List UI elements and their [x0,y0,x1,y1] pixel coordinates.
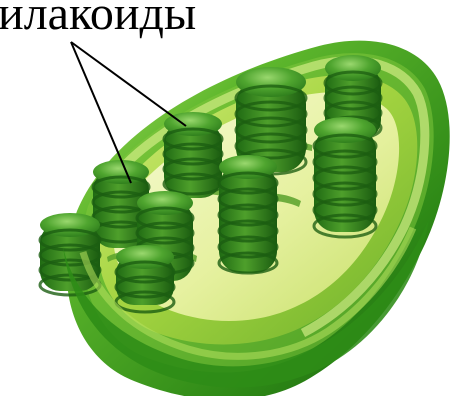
granum-right-middle [314,117,376,237]
granum-top-center [164,112,222,198]
granum-center [219,155,277,273]
granum-bottom-center [116,245,174,312]
granum-left-front [40,213,100,295]
